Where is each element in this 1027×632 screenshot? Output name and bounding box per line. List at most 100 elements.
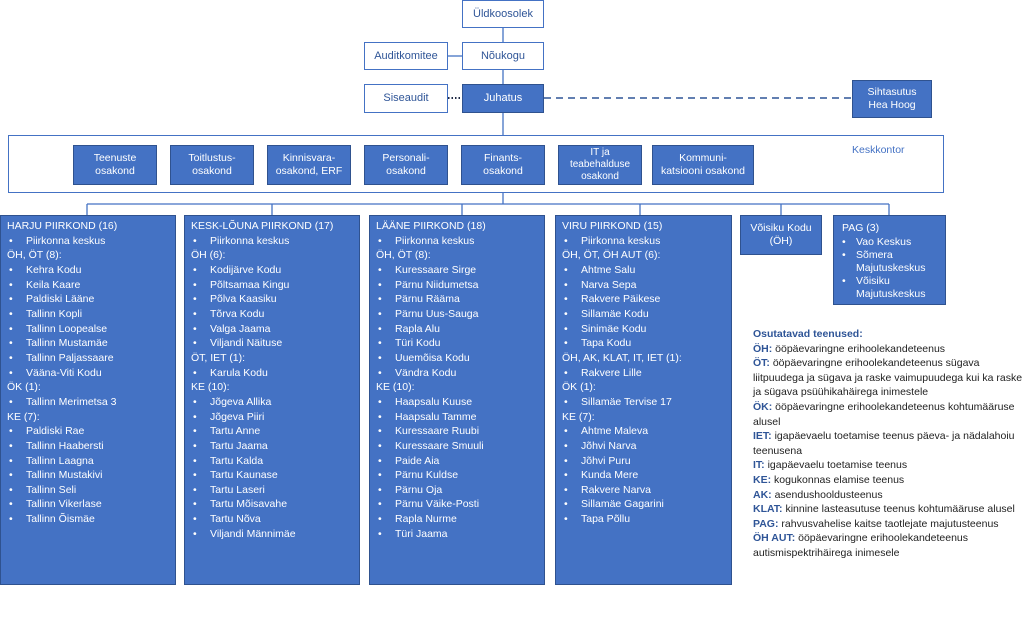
pag-box: PAG (3) Vao Keskus Sõmera Majutuskeskus … [833,215,946,305]
facility-item: Sillamäe Kodu [562,307,731,322]
facility-item: Tapa Kodu [562,336,731,351]
facility-item: Tartu Kaunase [191,468,359,483]
facility-item: Tallinn Mustamäe [7,336,175,351]
facility-item: Tallinn Loopealse [7,322,175,337]
legend-key: AK: [753,488,772,501]
noukogu-box: Nõukogu [462,42,544,70]
facility-item: Tapa Põllu [562,512,731,527]
legend-description: igapäevaelu toetamise teenus [764,459,908,472]
facility-item: Pärnu Uus-Sauga [376,307,544,322]
pag-title: PAG (3) [842,222,880,234]
facility-item: Tallinn Laagna [7,454,175,469]
facility-item: Paide Aia [376,454,544,469]
legend-key: ÖH AUT: [753,532,796,545]
legend-description: ööpäevaringne erihoolekandeteenus sügava… [753,357,1023,399]
facility-item: Tallinn Seli [7,483,175,498]
pag-item: Võisiku Majutuskeskus [842,275,941,301]
group-heading: ÖH (6): [191,249,226,262]
facility-item: Sillamäe Tervise 17 [562,395,731,410]
facility-item: Jõhvi Puru [562,454,731,469]
group-heading: LÄÄNE PIIRKOND (18) [376,220,486,232]
sihtasutus-box: Sihtasutus Hea Hoog [852,80,932,118]
dept-toitlustus: Toitlustus- osakond [170,145,254,185]
facility-item: Tallinn Haabersti [7,439,175,454]
facility-item: Kunda Mere [562,468,731,483]
dept-finants: Finants- osakond [461,145,545,185]
legend-entry: PAG: rahvusvahelise kaitse taotlejate ma… [753,517,1023,532]
voisiku-kodu-box: Võisiku Kodu (ÖH) [740,215,822,255]
facility-item: Rakvere Päikese [562,292,731,307]
facility-item: Jõhvi Narva [562,439,731,454]
facility-item: Pärnu Niidumetsa [376,278,544,293]
juhatus-box: Juhatus [462,84,544,113]
facility-item: Karula Kodu [191,366,359,381]
facility-item: Tallinn Mustakivi [7,468,175,483]
siseaudit-box: Siseaudit [364,84,448,113]
facility-item: Pärnu Oja [376,483,544,498]
legend-entry: ÖK: ööpäevaringne erihoolekandeteenus ko… [753,400,1023,429]
group-heading: KE (10): [191,381,230,394]
dept-teenuste: Teenuste osakond [73,145,157,185]
facility-item: Tartu Laseri [191,483,359,498]
facility-item: Kuressaare Smuuli [376,439,544,454]
facility-item: Türi Jaama [376,527,544,542]
legend-key: IT: [753,459,765,472]
legend-description: ööpäevaringne erihoolekandeteenus kohtum… [753,400,1015,428]
legend-title: Osutatavad teenused: [753,328,863,340]
facility-item: Tallinn Merimetsa 3 [7,395,175,410]
group-heading: KE (10): [376,381,415,394]
facility-item: Rakvere Lille [562,366,731,381]
pag-item: Vao Keskus [842,236,941,249]
legend-entry: IET: igapäevaelu toetamise teenus päeva-… [753,429,1023,458]
facility-item: Paldiski Lääne [7,292,175,307]
facility-item: Tartu Nõva [191,512,359,527]
facility-item: Pärnu Kuldse [376,468,544,483]
group-heading: KE (7): [562,410,595,423]
facility-item: Türi Kodu [376,336,544,351]
pag-item: Sõmera Majutuskeskus [842,249,941,275]
facility-item: Vääna-Viti Kodu [7,366,175,381]
facility-item: Rakvere Narva [562,483,731,498]
group-heading: ÖT, IET (1): [191,351,246,364]
group-heading: ÖH, ÖT, ÖH AUT (6): [562,249,661,262]
facility-item: Ahtme Salu [562,263,731,278]
facility-item: Pärnu Väike-Posti [376,497,544,512]
facility-item: Jõgeva Allika [191,395,359,410]
facility-item: Tallinn Paljassaare [7,351,175,366]
facility-item: Rapla Alu [376,322,544,337]
facility-item: Haapsalu Tamme [376,410,544,425]
group-heading: ÖK (1): [562,381,596,394]
facility-item: Keila Kaare [7,278,175,293]
legend-entry: KLAT: kinnine lasteasutuse teenus kohtum… [753,502,1023,517]
facility-item: Tallinn Õismäe [7,512,175,527]
legend-description: kinnine lasteasutuse teenus kohtumääruse… [782,503,1015,516]
group-heading: KESK-LÕUNA PIIRKOND (17) [191,220,334,232]
facility-item: Valga Jaama [191,322,359,337]
facility-item: Kuressaare Sirge [376,263,544,278]
facility-item: Vändra Kodu [376,366,544,381]
group-heading: ÖH, ÖT (8): [7,249,62,262]
facility-item: Põltsamaa Kingu [191,278,359,293]
facility-item: Kuressaare Ruubi [376,424,544,439]
facility-item: Põlva Kaasiku [191,292,359,307]
facility-item: Piirkonna keskus [376,234,544,249]
legend-description: ööpäevaringne erihoolekandeteenus autism… [753,532,969,559]
legend-description: ööpäevaringne erihoolekandeteenus [772,342,946,355]
facility-item: Piirkonna keskus [562,234,731,249]
facility-item: Kodijärve Kodu [191,263,359,278]
facility-item: Tartu Kalda [191,454,359,469]
facility-item: Tallinn Vikerlase [7,497,175,512]
dept-personali: Personali- osakond [364,145,448,185]
legend-key: KLAT: [753,503,783,516]
legend-entry: AK: asendushooldusteenus [753,488,1023,503]
legend-description: rahvusvahelise kaitse taotlejate majutus… [778,517,999,530]
facility-item: Tartu Mõisavahe [191,497,359,512]
group-heading: VIRU PIIRKOND (15) [562,220,663,232]
facility-item: Sinimäe Kodu [562,322,731,337]
facility-item: Ahtme Maleva [562,424,731,439]
legend-key: PAG: [753,517,779,530]
